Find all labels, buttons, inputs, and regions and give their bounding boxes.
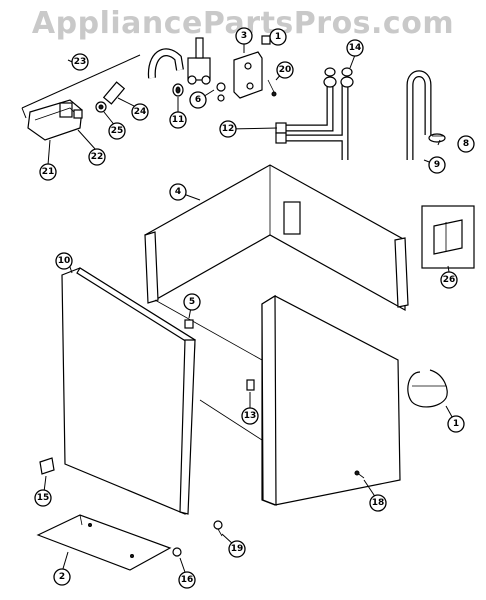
ring-part-11 xyxy=(172,83,184,97)
ring-part-1 xyxy=(407,369,448,408)
callout-18: 18 xyxy=(369,494,387,512)
callout-label: 26 xyxy=(443,275,456,285)
callout-23: 23 xyxy=(71,53,89,71)
callout-label: 12 xyxy=(222,124,235,134)
callout-14: 14 xyxy=(346,39,364,57)
callout-label: 18 xyxy=(372,498,385,508)
bracket-part-15 xyxy=(39,457,55,475)
screw-part-18 xyxy=(354,470,365,479)
control-bracket-part xyxy=(27,99,83,141)
cabinet-front-panel-part xyxy=(61,267,196,515)
toe-panel-part xyxy=(36,514,172,571)
bracket-line-23 xyxy=(21,54,141,119)
callout-9: 9 xyxy=(428,156,446,174)
callout-3: 3 xyxy=(235,27,253,45)
cabinet-side-panel-part xyxy=(154,294,401,506)
callout-13: 13 xyxy=(241,407,259,425)
mounting-plate-part-3 xyxy=(233,51,263,99)
callout-16: 16 xyxy=(178,571,196,589)
water-valve-part xyxy=(187,37,211,85)
callout-label: 11 xyxy=(172,115,185,125)
callout-label: 4 xyxy=(175,187,181,197)
callout-15: 15 xyxy=(34,489,52,507)
screw-part-6 xyxy=(216,82,226,102)
drain-hose-part xyxy=(406,70,432,160)
callout-6: 6 xyxy=(189,91,207,109)
screw-part-20 xyxy=(267,79,277,97)
callout-label: 19 xyxy=(231,544,244,554)
callout-label: 25 xyxy=(111,126,124,136)
callout-21: 21 xyxy=(39,163,57,181)
hose-washers-part-14 xyxy=(323,67,354,88)
hose-part-24 xyxy=(102,81,126,105)
screw-part-19 xyxy=(213,520,223,537)
inset-box-26 xyxy=(421,205,475,269)
inlet-hoses-part xyxy=(275,80,349,160)
callout-20: 20 xyxy=(276,61,294,79)
callout-label: 21 xyxy=(42,167,55,177)
callout-11: 11 xyxy=(169,111,187,129)
callout-10: 10 xyxy=(55,252,73,270)
callout-19: 19 xyxy=(228,540,246,558)
callout-label: 24 xyxy=(134,107,147,117)
callout-label: 2 xyxy=(59,572,65,582)
screw-part-16 xyxy=(172,547,182,557)
callout-26: 26 xyxy=(440,271,458,289)
callout-12: 12 xyxy=(219,120,237,138)
fill-hose-part xyxy=(147,48,184,79)
callout-label: 8 xyxy=(463,139,469,149)
clip-part-5 xyxy=(184,319,194,329)
callout-22: 22 xyxy=(88,148,106,166)
callout-label: 1 xyxy=(453,419,459,429)
callout-label: 3 xyxy=(241,31,247,41)
callout-label: 23 xyxy=(74,57,87,67)
callout-8: 8 xyxy=(457,135,475,153)
callout-label: 6 xyxy=(195,95,201,105)
callout-1-top: 1 xyxy=(269,28,287,46)
screw-part-7 xyxy=(261,35,271,45)
hose-clamp-part xyxy=(428,133,446,143)
callout-1-right: 1 xyxy=(447,415,465,433)
callout-5: 5 xyxy=(183,293,201,311)
callout-25: 25 xyxy=(108,122,126,140)
callout-24: 24 xyxy=(131,103,149,121)
callout-label: 14 xyxy=(349,43,362,53)
clip-part-13 xyxy=(246,379,255,391)
callout-label: 1 xyxy=(275,32,281,42)
cabinet-top-back-part xyxy=(144,164,409,312)
callout-label: 13 xyxy=(244,411,257,421)
nut-part-25 xyxy=(95,101,107,113)
callout-label: 16 xyxy=(181,575,194,585)
callout-2: 2 xyxy=(53,568,71,586)
callout-label: 22 xyxy=(91,152,104,162)
callout-label: 5 xyxy=(189,297,195,307)
callout-label: 20 xyxy=(279,65,292,75)
callout-label: 9 xyxy=(434,160,440,170)
callout-label: 15 xyxy=(37,493,50,503)
callout-label: 10 xyxy=(58,256,71,266)
callout-4: 4 xyxy=(169,183,187,201)
